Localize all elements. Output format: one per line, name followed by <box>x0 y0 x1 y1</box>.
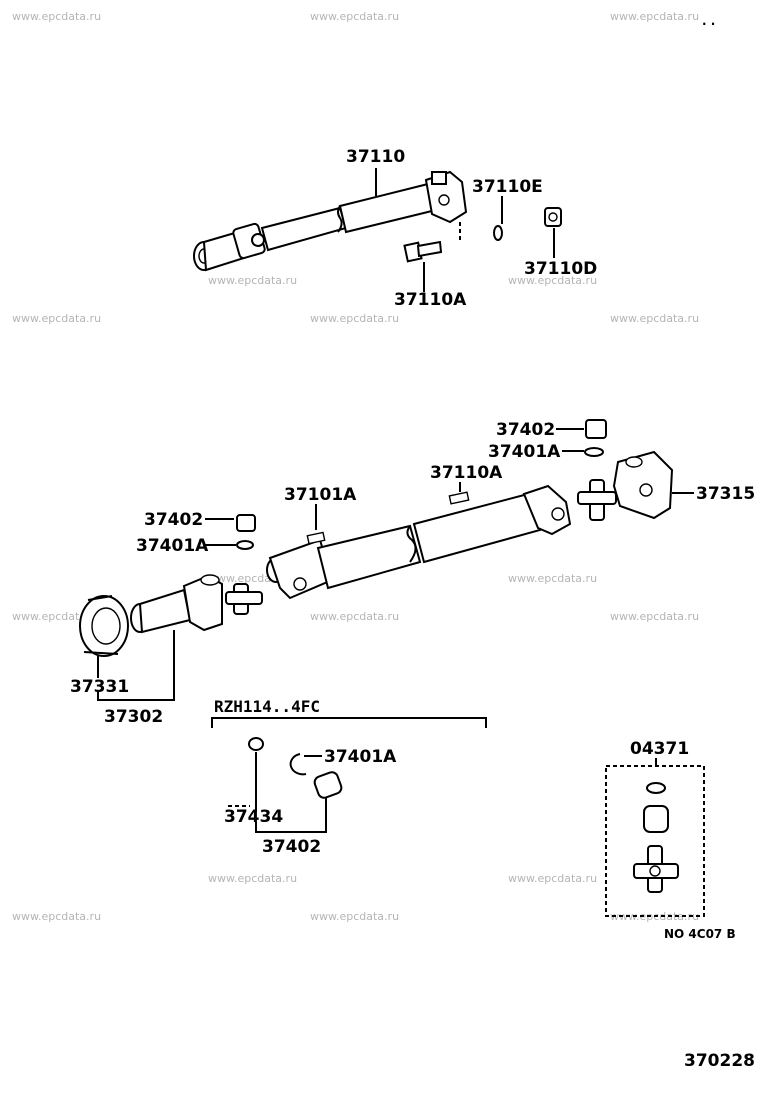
lower-right-ujoint-arm <box>577 491 617 505</box>
kit-spider-center <box>649 865 661 877</box>
snap-ring-upper <box>584 447 604 457</box>
grease-fitting-37434 <box>248 737 264 751</box>
label-bolt: 37110A <box>394 290 467 310</box>
diagram-number: 370228 <box>684 1051 755 1071</box>
variant-snap-ring <box>289 753 307 776</box>
flange-yoke-hole-b <box>639 483 653 497</box>
watermark: www.epcdata.ru <box>12 910 101 923</box>
sleeve-yoke-body <box>138 588 192 634</box>
label-snap-ring-left: 37401A <box>136 536 209 556</box>
nut-hole <box>548 212 558 222</box>
label-nut: 37110D <box>524 259 597 279</box>
label-variant-snap-ring: 37401A <box>324 747 397 767</box>
kit-box <box>605 765 705 917</box>
main-tube-rear <box>412 492 542 564</box>
upper-shaft-tube-front <box>260 206 348 252</box>
variant-bracket <box>211 717 487 728</box>
main-tube-break <box>406 525 417 563</box>
watermark: www.epcdata.ru <box>508 274 597 287</box>
watermark: www.epcdata.ru <box>12 610 101 623</box>
main-tube-rear-yoke <box>522 484 572 536</box>
watermarks: www.epcdata.ru www.epcdata.ru www.epcdat… <box>12 10 699 923</box>
label-grease-fitting: 37434 <box>224 807 283 827</box>
kit-group: 04371 NO 4C07 B <box>605 739 736 941</box>
lower-left-ujoint-arm <box>225 591 263 605</box>
label-bearing-left: 37402 <box>144 510 203 530</box>
tag-37110A <box>448 491 470 505</box>
label-snap-ring-upper: 37401A <box>488 442 561 462</box>
variant-group: RZH114..4FC 37401A 37434 37402 <box>211 697 487 857</box>
label-sleeve-yoke: 37302 <box>104 707 163 727</box>
kit-bearing <box>643 805 669 833</box>
leader-variant-37402 <box>255 798 327 833</box>
label-kit: 04371 <box>630 739 689 759</box>
label-mid-37110A: 37110A <box>430 463 503 483</box>
lower-shaft-assembly: 37402 37401A 37110A 37101A 37315 37402 3… <box>70 419 755 727</box>
watermark: www.epcdata.ru <box>310 910 399 923</box>
upper-shaft-assembly: 37110 37110E 37110A 37110D <box>193 147 597 310</box>
watermark: www.epcdata.ru <box>310 10 399 23</box>
upper-yoke-hole <box>438 194 450 206</box>
tag-37101A <box>306 531 326 545</box>
kit-snap-ring <box>646 782 666 794</box>
watermark: www.epcdata.ru <box>12 10 101 23</box>
label-center-bearing: 37331 <box>70 677 129 697</box>
rear-yoke-hole <box>551 507 565 521</box>
center-bearing-inner <box>91 607 121 645</box>
snap-ring-left <box>236 540 254 550</box>
label-shaft: 37110 <box>346 147 405 167</box>
watermark: www.epcdata.ru <box>12 312 101 325</box>
leader-37302 <box>97 630 175 701</box>
kit-ref-partial: NO 4C07 B <box>664 927 736 941</box>
watermark: www.epcdata.ru <box>310 610 399 623</box>
label-bearing-upper: 37402 <box>496 420 555 440</box>
washer-37110E <box>493 225 503 241</box>
watermark: www.epcdata.ru <box>610 10 699 23</box>
watermark: www.epcdata.ru <box>610 312 699 325</box>
tube-break <box>337 205 343 233</box>
label-flange-yoke: 37315 <box>696 484 755 504</box>
watermark: www.epcdata.ru <box>508 872 597 885</box>
watermark: www.epcdata.ru <box>508 572 597 585</box>
main-yoke-hole <box>293 577 307 591</box>
flange-yoke-hole-a <box>625 456 643 468</box>
upper-shaft-tube-rear <box>338 182 438 234</box>
label-variant-bearing: 37402 <box>262 837 321 857</box>
label-37101A: 37101A <box>284 485 357 505</box>
main-tube-front <box>316 524 422 590</box>
watermark: www.epcdata.ru <box>310 312 399 325</box>
yoke-ear-hole <box>200 574 220 586</box>
variant-bearing <box>313 771 343 799</box>
bolt-shank <box>416 240 443 258</box>
variant-label: RZH114..4FC <box>214 697 320 716</box>
center-bearing-body <box>83 595 119 655</box>
upper-yoke-tab <box>431 171 447 185</box>
upper-ujoint-cap <box>251 233 265 247</box>
label-washer: 37110E <box>472 177 543 197</box>
corner-mark: · · <box>702 17 715 31</box>
bearing-cap-upper <box>585 419 607 439</box>
watermark: www.epcdata.ru <box>610 610 699 623</box>
watermark: www.epcdata.ru <box>208 274 297 287</box>
watermark: www.epcdata.ru <box>208 872 297 885</box>
bearing-cap-left <box>236 514 256 532</box>
